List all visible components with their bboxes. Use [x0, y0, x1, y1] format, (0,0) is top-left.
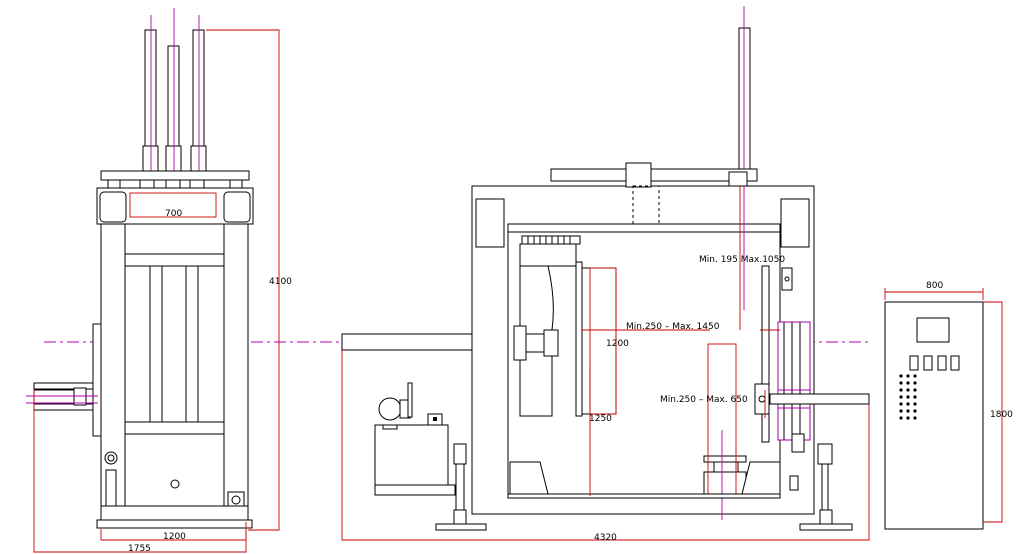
dim-side-stroke-lower: Min.250 – Max. 650	[660, 395, 748, 405]
dim-side-overall-width: 4320	[594, 533, 617, 543]
dim-side-stroke-mid: Min.250 – Max. 1450	[626, 322, 720, 332]
dim-cabinet-width: 800	[926, 281, 943, 291]
indicator-lights	[899, 374, 917, 420]
dim-side-platen-width: 1250	[589, 414, 612, 424]
dim-cabinet-height: 1800	[990, 410, 1013, 420]
dim-front-top-width: 700	[165, 209, 182, 219]
side-view	[341, 6, 870, 541]
dim-front-base-width: 1200	[163, 532, 186, 542]
dim-side-platen-height: 1200	[606, 339, 629, 349]
dim-side-stroke-upper: Min. 195 Max.1050	[699, 255, 785, 265]
control-cabinet	[884, 288, 1003, 530]
dim-front-height: 4100	[269, 277, 292, 287]
side-cylinder	[26, 382, 98, 411]
hydraulic-unit	[374, 382, 456, 496]
dim-front-overall-width: 1755	[128, 544, 151, 554]
front-view	[26, 8, 280, 553]
